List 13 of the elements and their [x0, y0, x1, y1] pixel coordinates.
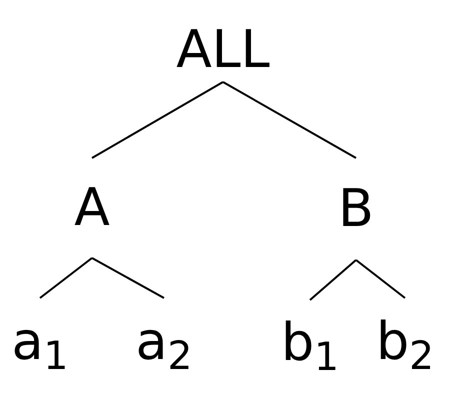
node-label: ALL [176, 24, 270, 76]
node-label: b$_{2}$ [376, 316, 434, 368]
node-label: a$_{2}$ [136, 316, 192, 368]
node-label: b$_{1}$ [281, 317, 339, 369]
tree-line [355, 259, 406, 299]
tree-line [92, 81, 224, 159]
tree-line [309, 259, 357, 301]
node-label: A [74, 182, 110, 234]
tree-line [222, 81, 356, 159]
node-label: a$_{1}$ [12, 316, 68, 368]
tree-line [92, 257, 164, 299]
node-label: B [338, 183, 374, 235]
tree-line [39, 257, 93, 299]
